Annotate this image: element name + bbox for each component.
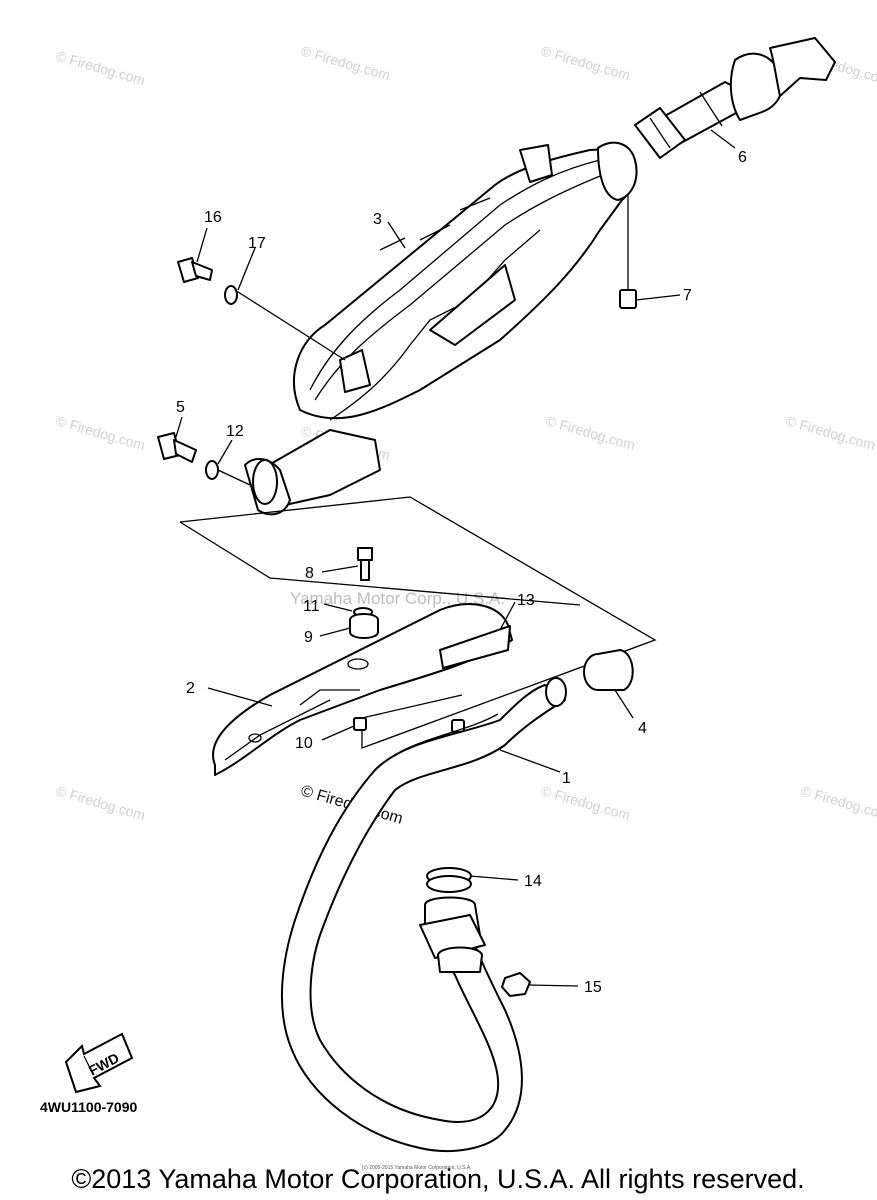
part-16-bolt <box>177 257 213 283</box>
part-3-muffler <box>293 141 638 421</box>
watermark: © Firedog.com <box>299 43 392 84</box>
watermark: © Firedog.com <box>544 413 637 454</box>
part-14-gasket <box>426 867 472 893</box>
part-12-washer <box>205 460 219 480</box>
callout-6: 6 <box>738 149 747 166</box>
muffler-inlet-pipe <box>244 429 381 516</box>
callout-11: 11 <box>303 598 320 615</box>
diagram-code: 4WU1100-7090 <box>40 1099 138 1115</box>
watermark: © Firedog.com <box>54 413 147 454</box>
callout-12: 12 <box>226 423 244 440</box>
part-5-bolt <box>157 432 197 463</box>
callout-1: 1 <box>562 770 571 787</box>
part-1-exhaust-pipe <box>280 677 567 1152</box>
watermark: © Firedog.com <box>539 43 632 84</box>
part-4-gasket <box>583 649 634 691</box>
part-15-nut <box>501 972 531 997</box>
callout-5: 5 <box>176 399 185 416</box>
part-8-bolt <box>357 547 373 581</box>
callout-14: 14 <box>524 873 542 890</box>
part-7-bolt <box>619 195 637 309</box>
leader-lines <box>175 129 736 987</box>
callout-2: 2 <box>186 680 195 697</box>
callouts: 1 2 3 4 5 6 7 8 9 10 11 12 13 14 15 16 1… <box>176 149 747 996</box>
part-17-washer <box>224 285 238 305</box>
part-10-bolt <box>353 717 465 733</box>
callout-16: 16 <box>204 209 222 226</box>
callout-4: 4 <box>638 720 647 737</box>
callout-13: 13 <box>517 592 535 609</box>
watermark: © Firedog.com <box>54 48 147 89</box>
part-13-label <box>439 625 511 669</box>
part-9-grommet <box>349 613 379 639</box>
assembly-outline <box>179 496 657 749</box>
callout-7: 7 <box>683 287 692 304</box>
part-6-end-pipe <box>634 37 836 159</box>
watermark: © Firedog.com <box>784 413 877 454</box>
callout-10: 10 <box>295 735 313 752</box>
callout-15: 15 <box>584 979 602 996</box>
callout-9: 9 <box>304 629 313 646</box>
copyright-notice: ©2013 Yamaha Motor Corporation, U.S.A. A… <box>71 1164 804 1194</box>
callout-3: 3 <box>373 211 382 228</box>
watermark: © Firedog.com <box>799 783 877 824</box>
watermark-small-text: (c) 2005-2015 Yamaha Motor Corporation, … <box>362 1165 472 1171</box>
exhaust-flange <box>419 896 486 973</box>
watermark: © Firedog.com <box>54 783 147 824</box>
callout-17: 17 <box>248 235 266 252</box>
callout-8: 8 <box>305 565 314 582</box>
part-2-protector <box>212 603 513 776</box>
fwd-arrow-icon: FWD <box>64 1032 134 1094</box>
watermark: © Firedog.com <box>539 783 632 824</box>
